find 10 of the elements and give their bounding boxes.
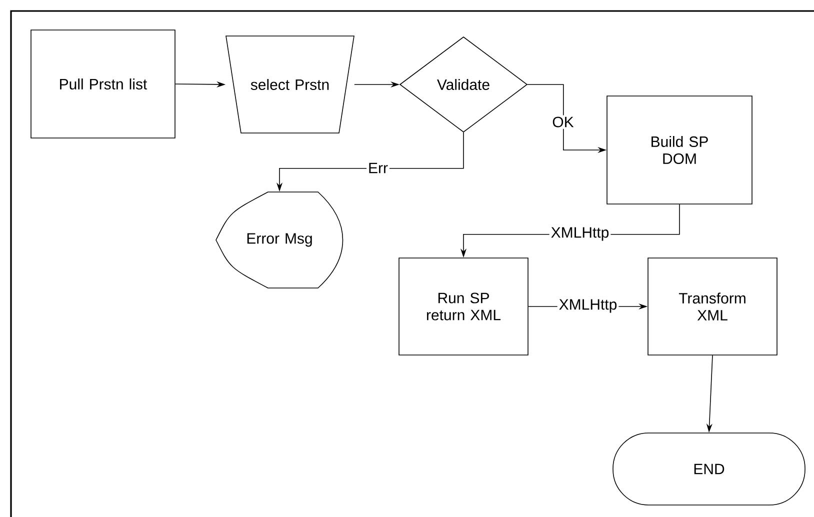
edge-label: XMLHttp [557,298,619,314]
process-box: Run SP return XML [398,258,528,356]
manual-input-trapezoid: select Prstn [226,36,354,134]
process-box: Pull Prstn list [30,30,176,138]
edge-label: OK [550,115,576,129]
process-box: Transform XML [648,258,778,356]
process-box: Build SP DOM [606,96,752,204]
edge-label: Err [366,161,390,175]
terminator: END [612,432,806,506]
edge-label: XMLHttp [549,226,611,242]
